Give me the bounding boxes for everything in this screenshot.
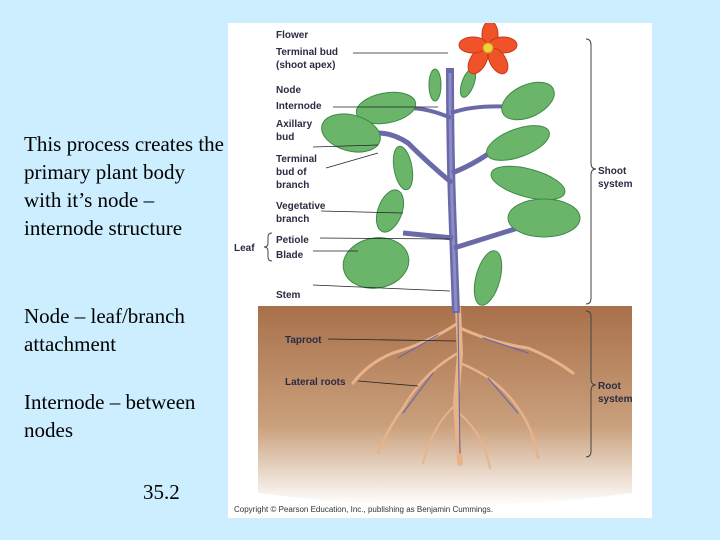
lateral-root — [458, 412, 491, 469]
leaf — [428, 68, 442, 102]
label-leaf: Leaf — [234, 243, 255, 254]
leaf — [321, 113, 381, 153]
lateral-root — [351, 321, 460, 385]
label-petiole: Petiole — [276, 235, 309, 246]
leaf — [490, 165, 566, 201]
lateral-root — [458, 326, 575, 375]
label-axillary: Axillary — [276, 119, 313, 130]
label-terminal-bud: Terminal bud — [276, 47, 338, 58]
label-node: Node — [276, 85, 301, 96]
label-terminal-branch-branch: branch — [276, 180, 309, 191]
leaf — [486, 125, 550, 161]
leaf-bracket — [263, 232, 273, 262]
root-bracket — [585, 310, 597, 458]
branch — [377, 130, 454, 185]
leaf — [501, 81, 555, 121]
label-axillary-bud: bud — [276, 132, 294, 143]
root-vein — [397, 312, 529, 454]
lateral-root — [422, 402, 459, 464]
copyright-notice: Copyright © Pearson Education, Inc., pub… — [234, 505, 493, 514]
shoot-bracket — [585, 38, 597, 305]
branch — [402, 230, 454, 241]
petal — [458, 36, 488, 54]
label-vegetative-branch: branch — [276, 214, 309, 225]
plant-illustration: Flower Terminal bud (shoot apex) Node In… — [234, 23, 633, 514]
internode-definition: Internode – between nodes — [24, 390, 196, 442]
label-shoot: Shoot — [598, 166, 627, 177]
brackets — [263, 38, 597, 458]
label-vegetative: Vegetative — [276, 201, 326, 212]
leaf — [392, 145, 414, 191]
label-blade: Blade — [276, 250, 304, 261]
label-root-system: system — [598, 394, 633, 405]
plant-diagram: Flower Terminal bud (shoot apex) Node In… — [228, 23, 652, 518]
flower-center — [482, 42, 494, 54]
slide-number: 35.2 — [143, 480, 180, 504]
leaf — [375, 189, 405, 233]
root-system-drawing — [351, 305, 575, 469]
label-internode: Internode — [276, 101, 322, 112]
leaves — [321, 68, 581, 306]
label-root: Root — [598, 381, 621, 392]
label-shoot-system: system — [598, 179, 633, 190]
label-terminal-bud-apex: (shoot apex) — [276, 60, 335, 71]
leaf — [355, 91, 417, 125]
taproot — [452, 305, 464, 466]
lateral-root — [458, 361, 540, 460]
process-description: This process creates the primary plant b… — [24, 132, 225, 240]
branch — [453, 225, 519, 251]
main-stem-highlight — [448, 72, 458, 312]
label-flower: Flower — [276, 30, 308, 41]
flower-drawing — [458, 23, 518, 75]
label-terminal-branch-bud-of: bud of — [276, 167, 307, 178]
leaf — [473, 250, 503, 306]
label-taproot: Taproot — [285, 335, 322, 346]
label-terminal-branch: Terminal — [276, 154, 317, 165]
label-lateral-roots: Lateral roots — [285, 377, 346, 388]
node-definition: Node – leaf/branch attachment — [24, 304, 185, 356]
leaf — [507, 198, 581, 238]
leader-lines — [312, 52, 457, 387]
lateral-root — [376, 351, 460, 455]
label-stem: Stem — [276, 290, 301, 301]
leaf — [342, 237, 410, 289]
